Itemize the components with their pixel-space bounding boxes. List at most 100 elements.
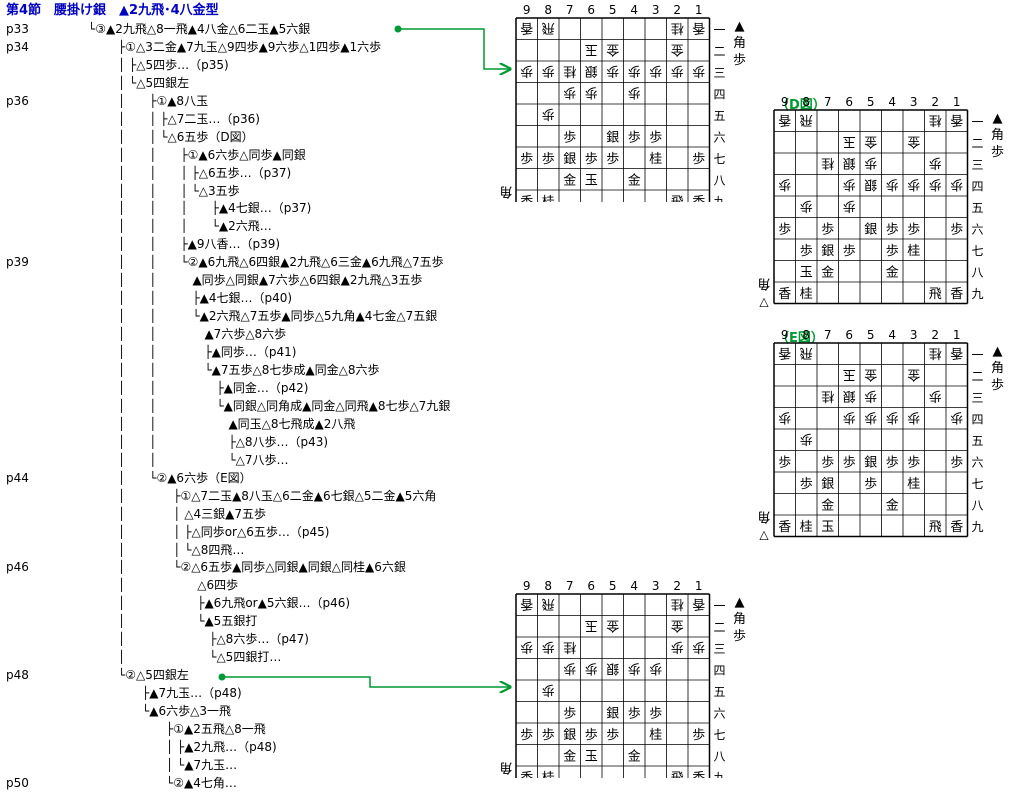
file-label: 7 [824, 328, 832, 342]
gote-piece: 桂 [563, 639, 576, 654]
file-label: 6 [845, 328, 853, 342]
variation-line: └③▲2九飛△8一飛▲4八金△6二玉▲5六銀 [88, 21, 311, 36]
variation-line: │ △6四歩 [118, 578, 239, 593]
gote-piece: 歩 [585, 84, 598, 99]
sente-piece: 桂 [649, 152, 662, 167]
sente-piece: 香 [950, 287, 963, 302]
variation-line: │ │ ▲同歩△同銀▲7六歩△6四銀▲2九飛△3五歩 [118, 273, 423, 288]
sente-piece: 歩 [628, 130, 641, 145]
gote-piece: 歩 [585, 660, 598, 675]
gote-piece: 歩 [692, 63, 705, 78]
file-label: 8 [802, 328, 810, 342]
sente-piece: 金 [628, 172, 641, 188]
gote-piece: 歩 [864, 155, 877, 170]
gote-piece: 歩 [542, 682, 555, 697]
file-label: 9 [523, 579, 531, 593]
variation-line: │ ├▲6九飛or▲5六銀…（p46) [118, 596, 351, 611]
variation-line: ├①△3二金▲7九玉△9四歩▲9六歩△1四歩▲1六歩 [118, 39, 382, 54]
file-label: 9 [523, 3, 531, 17]
sente-hand: ▲ [993, 111, 1003, 126]
gote-piece: 歩 [628, 84, 641, 99]
variation-line: │ │ ├①▲6六歩△同歩▲同銀 [118, 147, 306, 162]
rank-label: 五 [714, 685, 726, 699]
gote-hand: 角 [499, 760, 512, 775]
sente-piece: 歩 [886, 244, 899, 259]
gote-piece: 歩 [542, 106, 555, 121]
sente-piece: 玉 [800, 265, 813, 280]
sente-piece: 歩 [563, 706, 576, 721]
gote-piece: 歩 [520, 63, 533, 78]
sente-piece: 銀 [864, 222, 877, 237]
rank-label: 二 [714, 620, 726, 634]
gote-piece: 歩 [950, 409, 963, 424]
file-label: 7 [566, 579, 574, 593]
sente-piece: 歩 [692, 728, 705, 743]
gote-piece: 歩 [843, 409, 856, 424]
rank-label: 九 [972, 287, 984, 301]
rank-label: 一 [714, 23, 726, 37]
rank-label: 一 [972, 115, 984, 129]
gote-piece: 歩 [628, 63, 641, 78]
variation-line: │ │ ├△同歩or△6五歩…（p45) [118, 524, 330, 539]
page-ref: p48 [6, 668, 29, 683]
rank-label: 六 [714, 706, 726, 720]
sente-piece: 銀 [821, 244, 834, 259]
gote-piece: 桂 [671, 596, 684, 611]
sente-piece: 香 [520, 771, 533, 778]
sente-piece: 歩 [821, 455, 834, 470]
gote-piece: 飛 [800, 112, 813, 127]
gote-piece: 歩 [800, 431, 813, 446]
sente-piece: 歩 [864, 477, 877, 492]
file-label: 8 [544, 3, 552, 17]
file-label: 8 [544, 579, 552, 593]
page-ref: p36 [6, 93, 29, 108]
variation-line: │ ├▲2九飛…（p48) [118, 739, 277, 754]
gote-piece: 歩 [778, 409, 791, 424]
sente-piece: 歩 [585, 728, 598, 743]
variation-line: └②△5四銀左 [118, 668, 189, 683]
rank-label: 六 [972, 222, 984, 236]
rank-label: 二 [972, 369, 984, 383]
sente-piece: 金 [563, 748, 576, 764]
variation-line: │ └▲7九玉… [118, 757, 238, 772]
sente-piece: 歩 [563, 130, 576, 145]
rank-label: 八 [714, 749, 726, 763]
gote-piece: 香 [778, 345, 791, 360]
gote-piece: 銀 [843, 388, 856, 403]
variation-line: │ └△5四銀左 [118, 75, 190, 90]
sente-piece: 歩 [907, 455, 920, 470]
sente-piece: 金 [563, 172, 576, 188]
connector-line-top [398, 28, 510, 69]
gote-piece: 金 [671, 41, 684, 57]
variation-line: │ │ ▲7六歩△8六歩 [118, 327, 287, 342]
gote-piece: 歩 [649, 660, 662, 675]
sente-piece: 銀 [864, 455, 877, 470]
sente-hand: 歩 [733, 53, 746, 68]
gote-piece: 歩 [864, 409, 877, 424]
sente-piece: 飛 [929, 520, 942, 535]
sente-piece: 桂 [800, 520, 813, 535]
variation-line: ├①▲2五飛△8一飛 [118, 722, 266, 736]
page-ref: p33 [6, 21, 29, 36]
rank-label: 五 [714, 109, 726, 123]
sente-piece: 歩 [606, 728, 619, 743]
rank-label: 五 [972, 434, 984, 448]
variation-line: │ ├①△7二玉▲8八玉△6二金▲6七銀△5二金▲5六角 [118, 488, 437, 503]
rank-label: 三 [972, 158, 984, 172]
sente-piece: 歩 [520, 728, 533, 743]
page-ref: p34 [6, 39, 29, 54]
sente-piece: 歩 [520, 152, 533, 167]
rank-label: 九 [714, 195, 726, 202]
rank-label: 一 [714, 599, 726, 613]
gote-piece: 歩 [606, 63, 619, 78]
file-label: 2 [931, 328, 939, 342]
sente-piece: 歩 [821, 222, 834, 237]
gote-piece: 歩 [520, 639, 533, 654]
file-label: 6 [845, 95, 853, 109]
variation-line: │ │ │ ├△6五歩…（p37) [118, 165, 292, 180]
sente-piece: 歩 [649, 706, 662, 721]
sente-piece: 金 [886, 497, 899, 513]
variation-line: │ │ ▲同玉△8七飛成▲2八飛 [118, 416, 356, 431]
